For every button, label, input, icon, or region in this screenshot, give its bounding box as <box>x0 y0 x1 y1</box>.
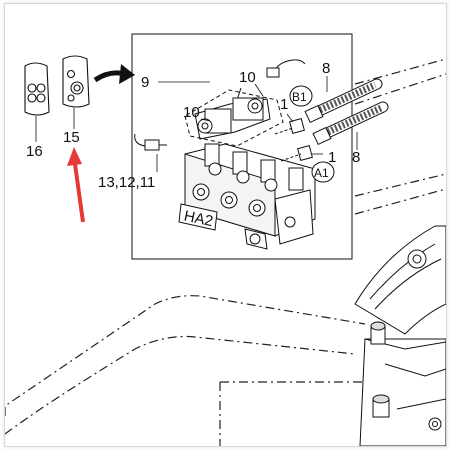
hose-icon <box>312 101 389 146</box>
callout-16: 16 <box>26 143 43 160</box>
seal-kit-bag-icon <box>24 62 50 142</box>
callout-1a: 1 <box>280 96 288 113</box>
diagram-frame: HA2 B1 A1 9 10 10 <box>4 3 447 447</box>
callout-10a: 10 <box>239 69 256 86</box>
callout-10b: 10 <box>183 104 200 121</box>
pointer-arrow-icon <box>93 64 135 84</box>
solenoid-valve-icon <box>184 89 284 147</box>
a1-label: A1 <box>314 166 329 180</box>
connector-plug-icon <box>134 133 167 151</box>
ha2-tag: HA2 <box>178 203 218 231</box>
fitting-icon <box>274 118 313 162</box>
leader-lines <box>156 76 358 172</box>
machine-mechanism-icon <box>354 225 446 446</box>
port-marker-b1: B1 <box>289 85 313 107</box>
callout-8a: 8 <box>322 60 330 77</box>
callout-9: 9 <box>141 74 149 91</box>
callout-1b: 1 <box>328 149 336 166</box>
hydraulic-valve-block-icon <box>184 143 316 250</box>
detail-box <box>131 33 353 260</box>
callout-8b: 8 <box>352 149 360 166</box>
hydraulic-parts-diagram: HA2 B1 A1 9 10 10 <box>5 33 446 446</box>
machine-outline <box>5 58 446 446</box>
callout-15: 15 <box>63 129 80 146</box>
seal-kit-bag-icon <box>62 55 90 129</box>
hose-icon <box>304 78 383 124</box>
ha2-label: HA2 <box>182 207 214 230</box>
callout-13-12-11: 13,12,11 <box>98 174 155 191</box>
b1-label: B1 <box>292 90 307 104</box>
port-marker-a1: A1 <box>311 161 335 183</box>
red-indicator-arrow-icon <box>67 147 85 223</box>
